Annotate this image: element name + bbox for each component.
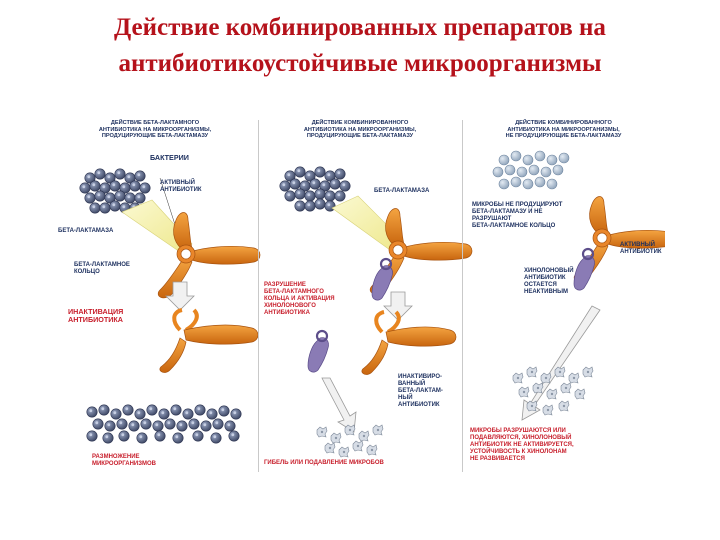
header-line: АНТИБИОТИКА НА МИКРООРГАНИЗМЫ, (98, 126, 212, 133)
label-line: АНТИБИОТИК (398, 402, 440, 408)
panel-header: ДЕЙСТВИЕ КОМБИНИРОВАННОГО АНТИБИОТИКА НА… (462, 120, 665, 140)
panel-1-artwork (79, 168, 261, 444)
label-line: ИНАКТИВИРО- (398, 374, 443, 380)
label-line: ВАННЫЙ (398, 381, 426, 387)
label-line: КОЛЬЦА И АКТИВАЦИЯ (264, 296, 335, 302)
panel-3-artwork (492, 150, 665, 421)
inactivated-antibiotic-icon (361, 310, 457, 375)
label-line: БЕТА-ЛАКТАМАЗУ И НЕ (472, 209, 543, 215)
label-line: МИКРОБЫ НЕ ПРОДУЦИРУЮТ (472, 202, 563, 208)
label-line: УСТОЙЧИВОСТЬ К ХИНОЛОНАМ (470, 449, 567, 455)
header-line: ДЕЙСТВИЕ БЕТА-ЛАКТАМНОГО (110, 120, 200, 126)
label-active-antibiotic: АКТИВНЫЙ АНТИБИОТИК (160, 180, 202, 194)
label-line: АНТИБИОТИКА (68, 315, 123, 325)
title-line-1: Действие комбинированных препаратов на (114, 14, 606, 41)
panel-2: ДЕЙСТВИЕ КОМБИНИРОВАННОГО АНТИБИОТИКА НА… (258, 116, 462, 476)
header-line: ПРОДУЦИРУЮЩИЕ БЕТА-ЛАКТАМАЗУ (306, 133, 414, 140)
panel-1: ДЕЙСТВИЕ БЕТА-ЛАКТАМНОГО АНТИБИОТИКА НА … (52, 116, 258, 476)
label-line: АНТИБИОТИК НЕ АКТИВИРУЕТСЯ, (470, 442, 574, 448)
panel-divider (258, 120, 259, 472)
label-beta-lactam-ring: БЕТА-ЛАКТАМНОЕ КОЛЬЦО (74, 262, 130, 276)
header-line: АНТИБИОТИКА НА МИКРООРГАНИЗМЫ, (507, 126, 620, 133)
mechanism-figure: ДЕЙСТВИЕ БЕТА-ЛАКТАМНОГО АНТИБИОТИКА НА … (52, 116, 665, 476)
header-line: АНТИБИОТИКА НА МИКРООРГАНИЗМЫ, (303, 126, 417, 133)
label-line: ПОДАВЛЯЮТСЯ, ХИНОЛОНОВЫЙ (470, 435, 572, 441)
label-line: ОСТАЕТСЯ (524, 282, 557, 288)
label-beta-lactamase: БЕТА-ЛАКТАМАЗА (58, 228, 114, 234)
label-beta-lactamase: БЕТА-ЛАКТАМАЗА (374, 188, 430, 194)
label-line: АКТИВНЫЙ (160, 180, 195, 186)
label-line: НЕАКТИВНЫМ (524, 289, 568, 295)
label-line: НЕ РАЗВИВАЕТСЯ (470, 456, 525, 462)
panel-2-artwork (279, 166, 473, 458)
label-line: БЕТА-ЛАКТАМ- (398, 388, 443, 394)
title-line-2: антибиотикоустойчивые микроорганизмы (118, 50, 602, 77)
label-line: РАЗРУШАЮТ (472, 216, 512, 222)
header-line: ДЕЙСТВИЕ КОМБИНИРОВАННОГО (311, 120, 409, 126)
label-line: РАЗРУШЕНИЕ (264, 282, 306, 288)
label-line: МИКРООРГАНИЗМОВ (92, 461, 156, 467)
label-line: ХИНОЛОНОВОГО (264, 303, 316, 309)
label-line: РАЗМНОЖЕНИЕ (92, 454, 140, 460)
label-quinolone-inactive: ХИНОЛОНОВЫЙ АНТИБИОТИК ОСТАЕТСЯ НЕАКТИВН… (524, 268, 574, 296)
label-line: ИНАКТИВАЦИЯ (68, 307, 124, 316)
label-line: МИКРОБЫ РАЗРУШАЮТСЯ ИЛИ (470, 428, 566, 434)
label-death: ГИБЕЛЬ ИЛИ ПОДАВЛЕНИЕ МИКРОБОВ (264, 460, 384, 466)
label-line: АКТИВНЫЙ (620, 242, 655, 248)
label-line: АНТИБИОТИКА (264, 310, 310, 316)
label-line: КОЛЬЦО (74, 269, 100, 275)
label-line: АНТИБИОТИК (620, 249, 662, 255)
label-active-antibiotic: АКТИВНЫЙ АНТИБИОТИК (620, 242, 662, 256)
label-line: АНТИБИОТИК (160, 187, 202, 193)
arrow-down-icon (321, 377, 357, 433)
panel-divider (462, 120, 463, 472)
panel-3: ДЕЙСТВИЕ КОМБИНИРОВАННОГО АНТИБИОТИКА НА… (462, 116, 665, 476)
header-line: НЕ ПРОДУЦИРУЮЩИЕ БЕТА-ЛАКТАМАЗУ (505, 133, 622, 140)
label-destroyed: МИКРОБЫ РАЗРУШАЮТСЯ ИЛИ ПОДАВЛЯЮТСЯ, ХИН… (470, 428, 574, 463)
label-line: НЫЙ (398, 395, 413, 401)
label-line: БЕТА-ЛАКТАМНОЕ КОЛЬЦО (472, 223, 556, 229)
header-line: ПРОДУЦИРУЮЩИЕ БЕТА-ЛАКТАМАЗУ (101, 133, 209, 140)
slide-title: Действие комбинированных препаратов на а… (0, 10, 720, 82)
label-inactivation: ИНАКТИВАЦИЯ АНТИБИОТИКА (68, 307, 124, 325)
label-line: АНТИБИОТИК (524, 275, 566, 281)
panel-header: ДЕЙСТВИЕ БЕТА-ЛАКТАМНОГО АНТИБИОТИКА НА … (52, 120, 258, 140)
inactivated-antibiotic-icon (159, 308, 259, 373)
label-line: БЕТА-ЛАКТАМНОЕ (74, 262, 130, 268)
figure-artwork (79, 150, 665, 458)
label-inactivated: ИНАКТИВИРО- ВАННЫЙ БЕТА-ЛАКТАМ- НЫЙ АНТИ… (398, 374, 443, 409)
label-destruction: РАЗРУШЕНИЕ БЕТА-ЛАКТАМНОГО КОЛЬЦА И АКТИ… (264, 282, 335, 317)
header-line: ДЕЙСТВИЕ КОМБИНИРОВАННОГО (515, 120, 612, 126)
label-line: ХИНОЛОНОВЫЙ (524, 268, 574, 274)
label-bacteria: БАКТЕРИИ (150, 153, 189, 162)
label-line: БЕТА-ЛАКТАМНОГО (264, 289, 324, 295)
label-multiplying: РАЗМНОЖЕНИЕ МИКРООРГАНИЗМОВ (92, 454, 156, 468)
label-non-producing: МИКРОБЫ НЕ ПРОДУЦИРУЮТ БЕТА-ЛАКТАМАЗУ И … (472, 202, 562, 230)
panel-header: ДЕЙСТВИЕ КОМБИНИРОВАННОГО АНТИБИОТИКА НА… (258, 120, 462, 140)
